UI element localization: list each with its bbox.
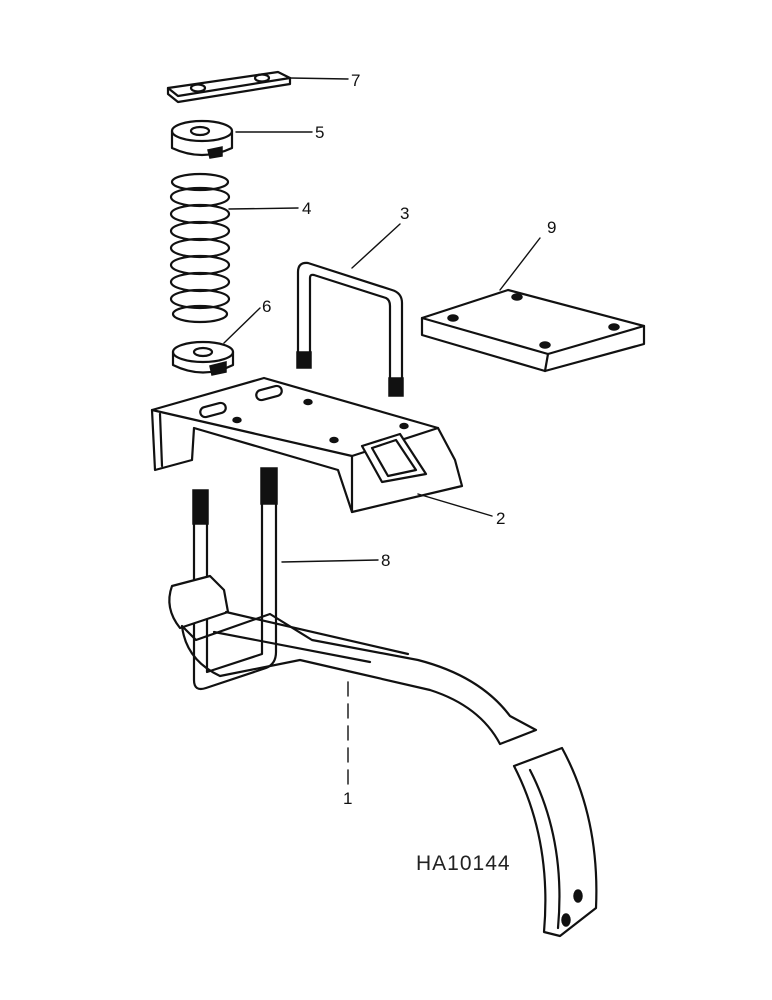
callout-2: 2 <box>496 509 505 528</box>
part-7-plate <box>166 70 349 104</box>
callout-3: 3 <box>400 204 409 223</box>
callout-5: 5 <box>315 123 324 142</box>
callout-4: 4 <box>302 199 311 218</box>
callout-8: 8 <box>381 551 390 570</box>
callout-9: 9 <box>547 218 556 237</box>
part-5-washer <box>170 119 313 159</box>
callout-1: 1 <box>343 789 352 808</box>
part-2-bracket <box>150 376 493 517</box>
part-3-u-bolt <box>296 223 404 397</box>
callout-6: 6 <box>262 297 271 316</box>
part-9-plate <box>420 237 646 373</box>
drawing-code: HA10144 <box>416 852 511 875</box>
callout-7: 7 <box>351 71 360 90</box>
part-6-washer <box>171 307 261 376</box>
part-4-spring <box>169 172 299 324</box>
part-1-shank <box>168 574 538 791</box>
part-1-point <box>512 746 598 938</box>
part-8-u-bolt <box>192 467 379 691</box>
